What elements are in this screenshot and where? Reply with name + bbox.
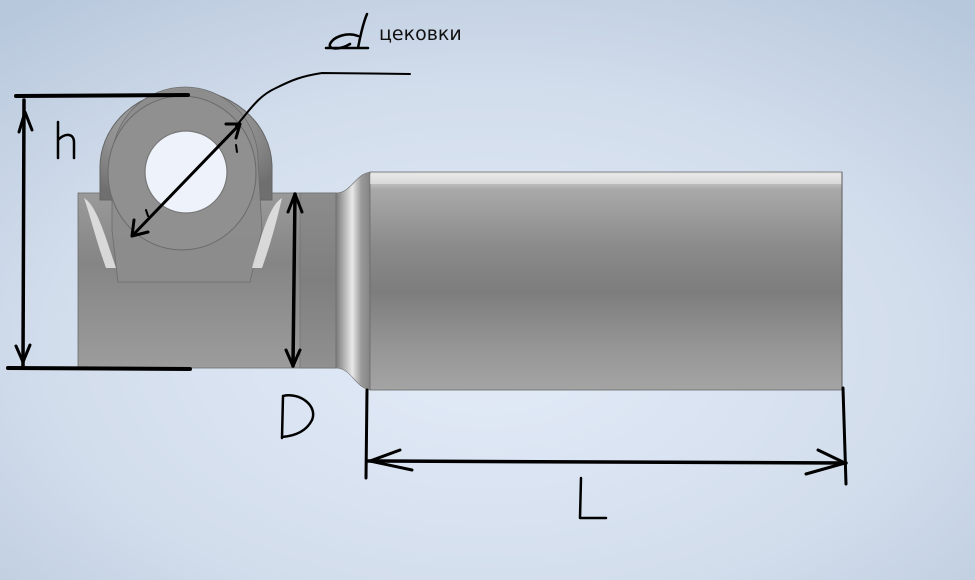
h-dimension-line bbox=[21, 98, 26, 368]
diameter-leader bbox=[130, 122, 242, 238]
h-arrow-top bbox=[17, 110, 34, 134]
h-bottom-extension bbox=[6, 366, 192, 371]
lug-hole bbox=[144, 130, 228, 214]
d-arrow-bottom bbox=[284, 348, 302, 368]
leader-tick-1 bbox=[235, 144, 238, 153]
d-letter bbox=[280, 394, 315, 440]
diameter-arrow-upper bbox=[224, 122, 242, 140]
l-arrow-right bbox=[804, 448, 847, 476]
h-top-extension bbox=[14, 93, 190, 98]
h-letter bbox=[56, 120, 76, 160]
diameter-symbol bbox=[324, 12, 370, 50]
leader-line bbox=[235, 72, 411, 127]
counterbore-caption: цековки bbox=[379, 23, 462, 45]
fillet-right bbox=[252, 198, 282, 268]
lug-neck bbox=[299, 192, 337, 369]
d-arrow-top bbox=[286, 192, 304, 214]
diameter-arrow-lower bbox=[130, 218, 150, 238]
l-arrow-left bbox=[368, 448, 414, 472]
l-left-extension bbox=[364, 388, 369, 480]
lug-tube bbox=[369, 171, 843, 391]
d-dimension-line bbox=[291, 192, 297, 368]
l-right-extension bbox=[841, 386, 848, 486]
annotations bbox=[6, 12, 848, 520]
l-letter bbox=[578, 476, 608, 520]
tube-highlight bbox=[370, 174, 842, 184]
l-dimension-line bbox=[366, 459, 848, 465]
lug-shoulder bbox=[335, 171, 373, 391]
fillet-left bbox=[84, 198, 116, 268]
leader-tick-2 bbox=[145, 209, 149, 217]
h-arrow-bottom bbox=[14, 343, 32, 364]
